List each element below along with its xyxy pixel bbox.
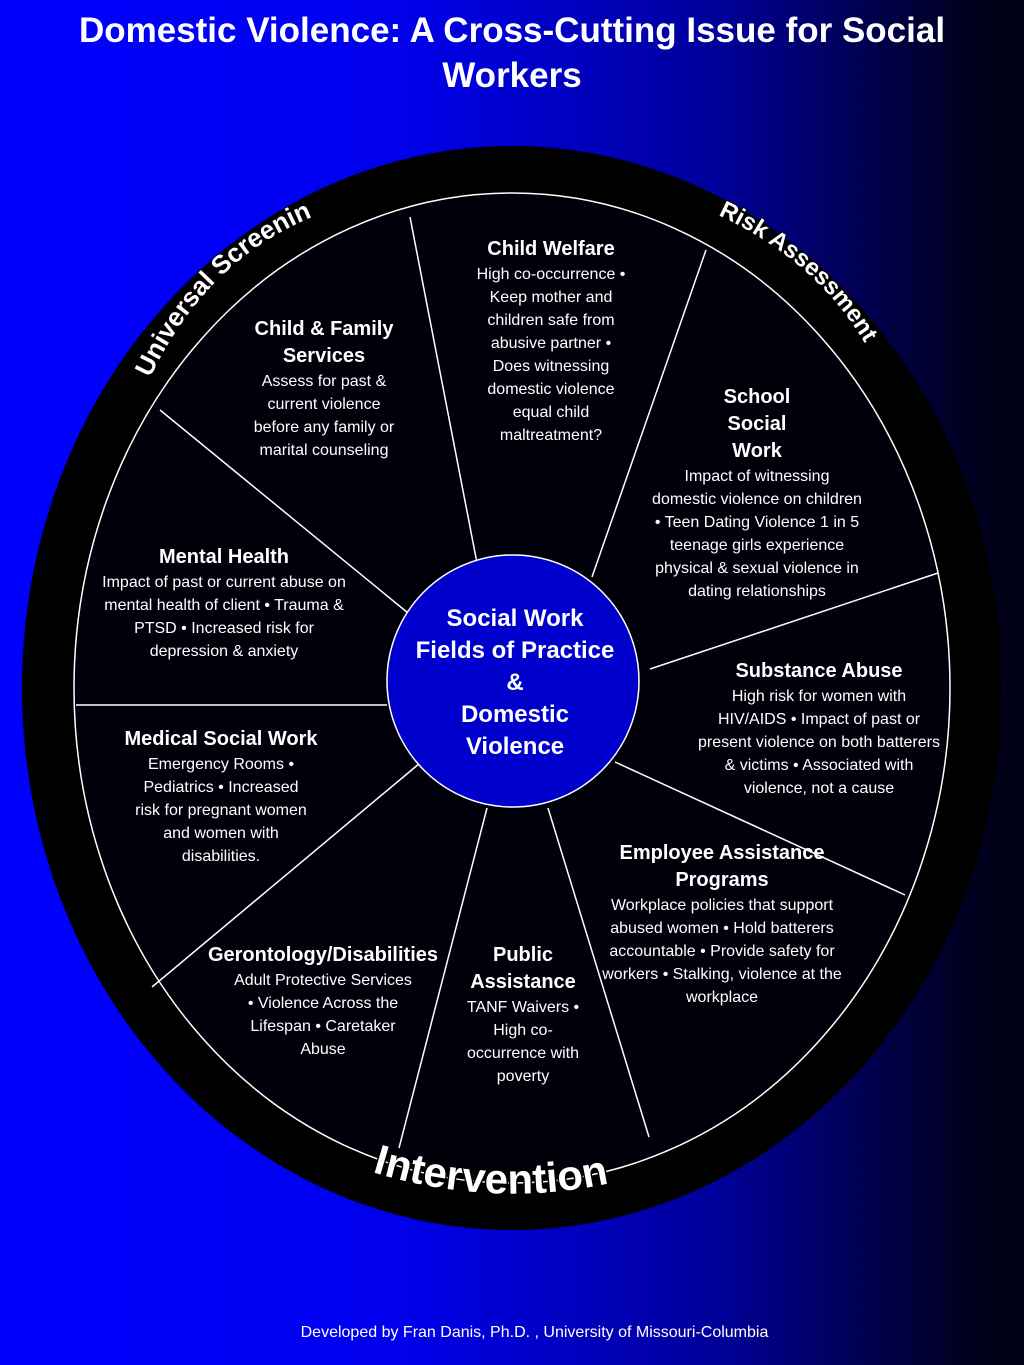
sector-school-social-work: School Social Work Impact of witnessing … [652,384,862,603]
sector-body: Emergency Rooms • Pediatrics • Increased… [135,756,307,865]
sector-body: High risk for women with HIV/AIDS • Impa… [698,688,940,797]
sector-public-assistance: Public Assistance TANF Waivers • High co… [458,942,588,1088]
center-line: Social Work [446,605,584,632]
sector-body: TANF Waivers • High co-occurrence with p… [466,999,580,1085]
sector-body: High co-occurrence • Keep mother and chi… [476,266,626,444]
sector-body: Adult Protective Services • Violence Acr… [234,972,412,1058]
spoke [614,761,906,896]
sector-title: Child Welfare [487,238,615,260]
spoke [547,807,650,1138]
sector-medical-social-work: Medical Social Work Emergency Rooms • Pe… [108,726,334,868]
sector-body: Impact of past or current abuse on menta… [102,574,346,660]
spoke [398,807,488,1149]
sector-body: Workplace policies that support abused w… [602,897,842,1006]
sector-substance-abuse: Substance Abuse High risk for women with… [694,658,944,800]
spokes [76,216,939,1149]
sector-title: Gerontology/Disabilities [207,944,439,966]
sector-body: Assess for past & current violence befor… [253,373,395,459]
sector-mental-health: Mental Health Impact of past or current … [100,544,348,663]
sector-title: Child & Family Services [254,318,394,367]
center-label: Social Work Fields of Practice & Domesti… [400,603,630,763]
sector-child-family-services: Child & Family Services Assess for past … [238,316,410,462]
page-title: Domestic Violence: A Cross-Cutting Issue… [78,11,946,95]
sector-title: Substance Abuse [735,660,903,682]
center-circle [386,554,640,808]
footer-credit: Developed by Fran Danis, Ph.D. , Univers… [300,1324,769,1341]
spoke [159,409,409,614]
sector-title: Medical Social Work [124,728,318,750]
center-line: Fields of Practice [415,637,615,664]
sector-title: Employee Assistance Programs [619,842,825,891]
sector-child-welfare: Child Welfare High co-occurrence • Keep … [456,236,646,447]
spoke [649,572,939,670]
spoke [151,762,421,988]
center-line: Domestic [460,701,570,728]
center-line: & [506,669,524,696]
sector-title: School Social Work [723,386,791,462]
sector-employee-assistance: Employee Assistance Programs Workplace p… [597,840,847,1009]
sector-body: Impact of witnessing domestic violence o… [652,468,862,600]
sector-gerontology: Gerontology/Disabilities Adult Protectiv… [190,942,456,1061]
spoke [591,249,707,578]
spoke [409,216,478,564]
sector-title: Public Assistance [470,944,576,993]
sector-title: Mental Health [158,546,290,568]
center-line: Violence [465,733,565,760]
